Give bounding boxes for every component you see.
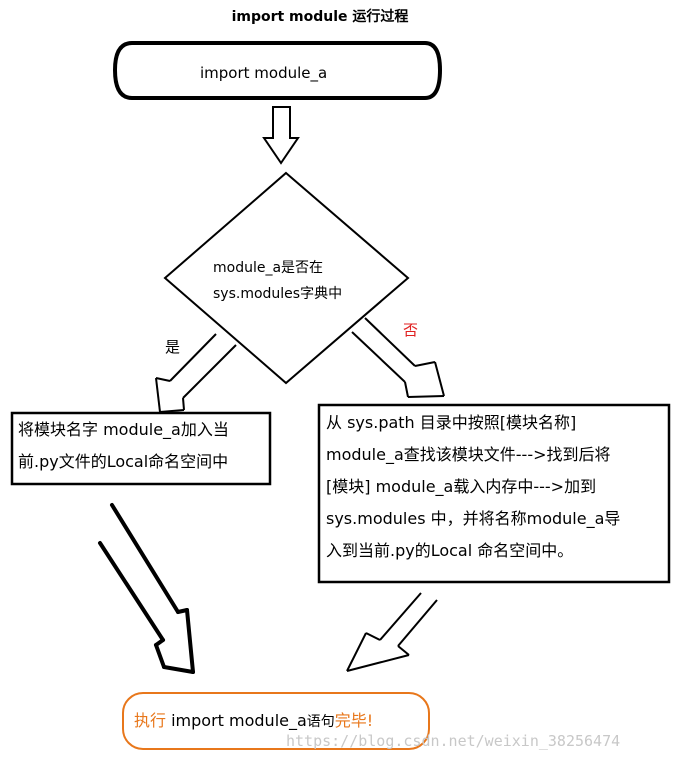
start-terminal-shape <box>112 41 443 100</box>
left-box-line-1: 将模块名字 module_a加入当 <box>18 420 229 439</box>
end-terminal-shape <box>122 692 430 750</box>
decision-line-2: sys.modules字典中 <box>213 286 343 302</box>
right-box-text: 从 sys.path 目录中按照[模块名称] module_a查找该模块文件--… <box>326 407 668 567</box>
start-to-decision-arrow <box>262 106 300 165</box>
no-label: 否 <box>403 321 419 339</box>
right-box-line-3: [模块] module_a载入内存中--->加到 <box>326 477 597 496</box>
yes-branch-arrow <box>155 333 237 413</box>
end-text-part-2: import module_a <box>166 711 307 730</box>
watermark: https://blog.csdn.net/weixin_38256474 <box>286 732 621 750</box>
no-branch-arrow <box>351 317 445 398</box>
end-text-part-1: 执行 <box>134 711 167 730</box>
right-box-line-4: sys.modules 中，并将名称module_a导 <box>326 509 621 528</box>
right-box-line-5: 入到当前.py的Local 命名空间中。 <box>326 541 574 560</box>
decision-line-1: module_a是否在 <box>213 260 324 276</box>
start-label: import module_a <box>200 64 328 82</box>
left-box-text: 将模块名字 module_a加入当 前.py文件的Local命名空间中 <box>18 414 270 478</box>
decision-diamond <box>163 171 410 385</box>
diagram-title: import module 运行过程 <box>231 9 409 25</box>
yes-label: 是 <box>165 338 181 356</box>
right-to-end-arrow <box>346 592 438 672</box>
end-text-part-3: 语句 <box>306 714 335 730</box>
decision-text: module_a是否在 sys.modules字典中 <box>213 255 342 307</box>
left-box-line-2: 前.py文件的Local命名空间中 <box>18 452 229 471</box>
end-text-part-4: 完毕! <box>334 711 374 730</box>
right-box-line-1: 从 sys.path 目录中按照[模块名称] <box>326 413 577 432</box>
left-process-box <box>10 411 272 486</box>
right-process-box <box>317 403 671 584</box>
end-text: 执行 import module_a语句完毕! <box>134 707 373 731</box>
right-box-line-2: module_a查找该模块文件--->找到后将 <box>326 445 611 464</box>
left-to-end-arrow <box>98 503 195 674</box>
